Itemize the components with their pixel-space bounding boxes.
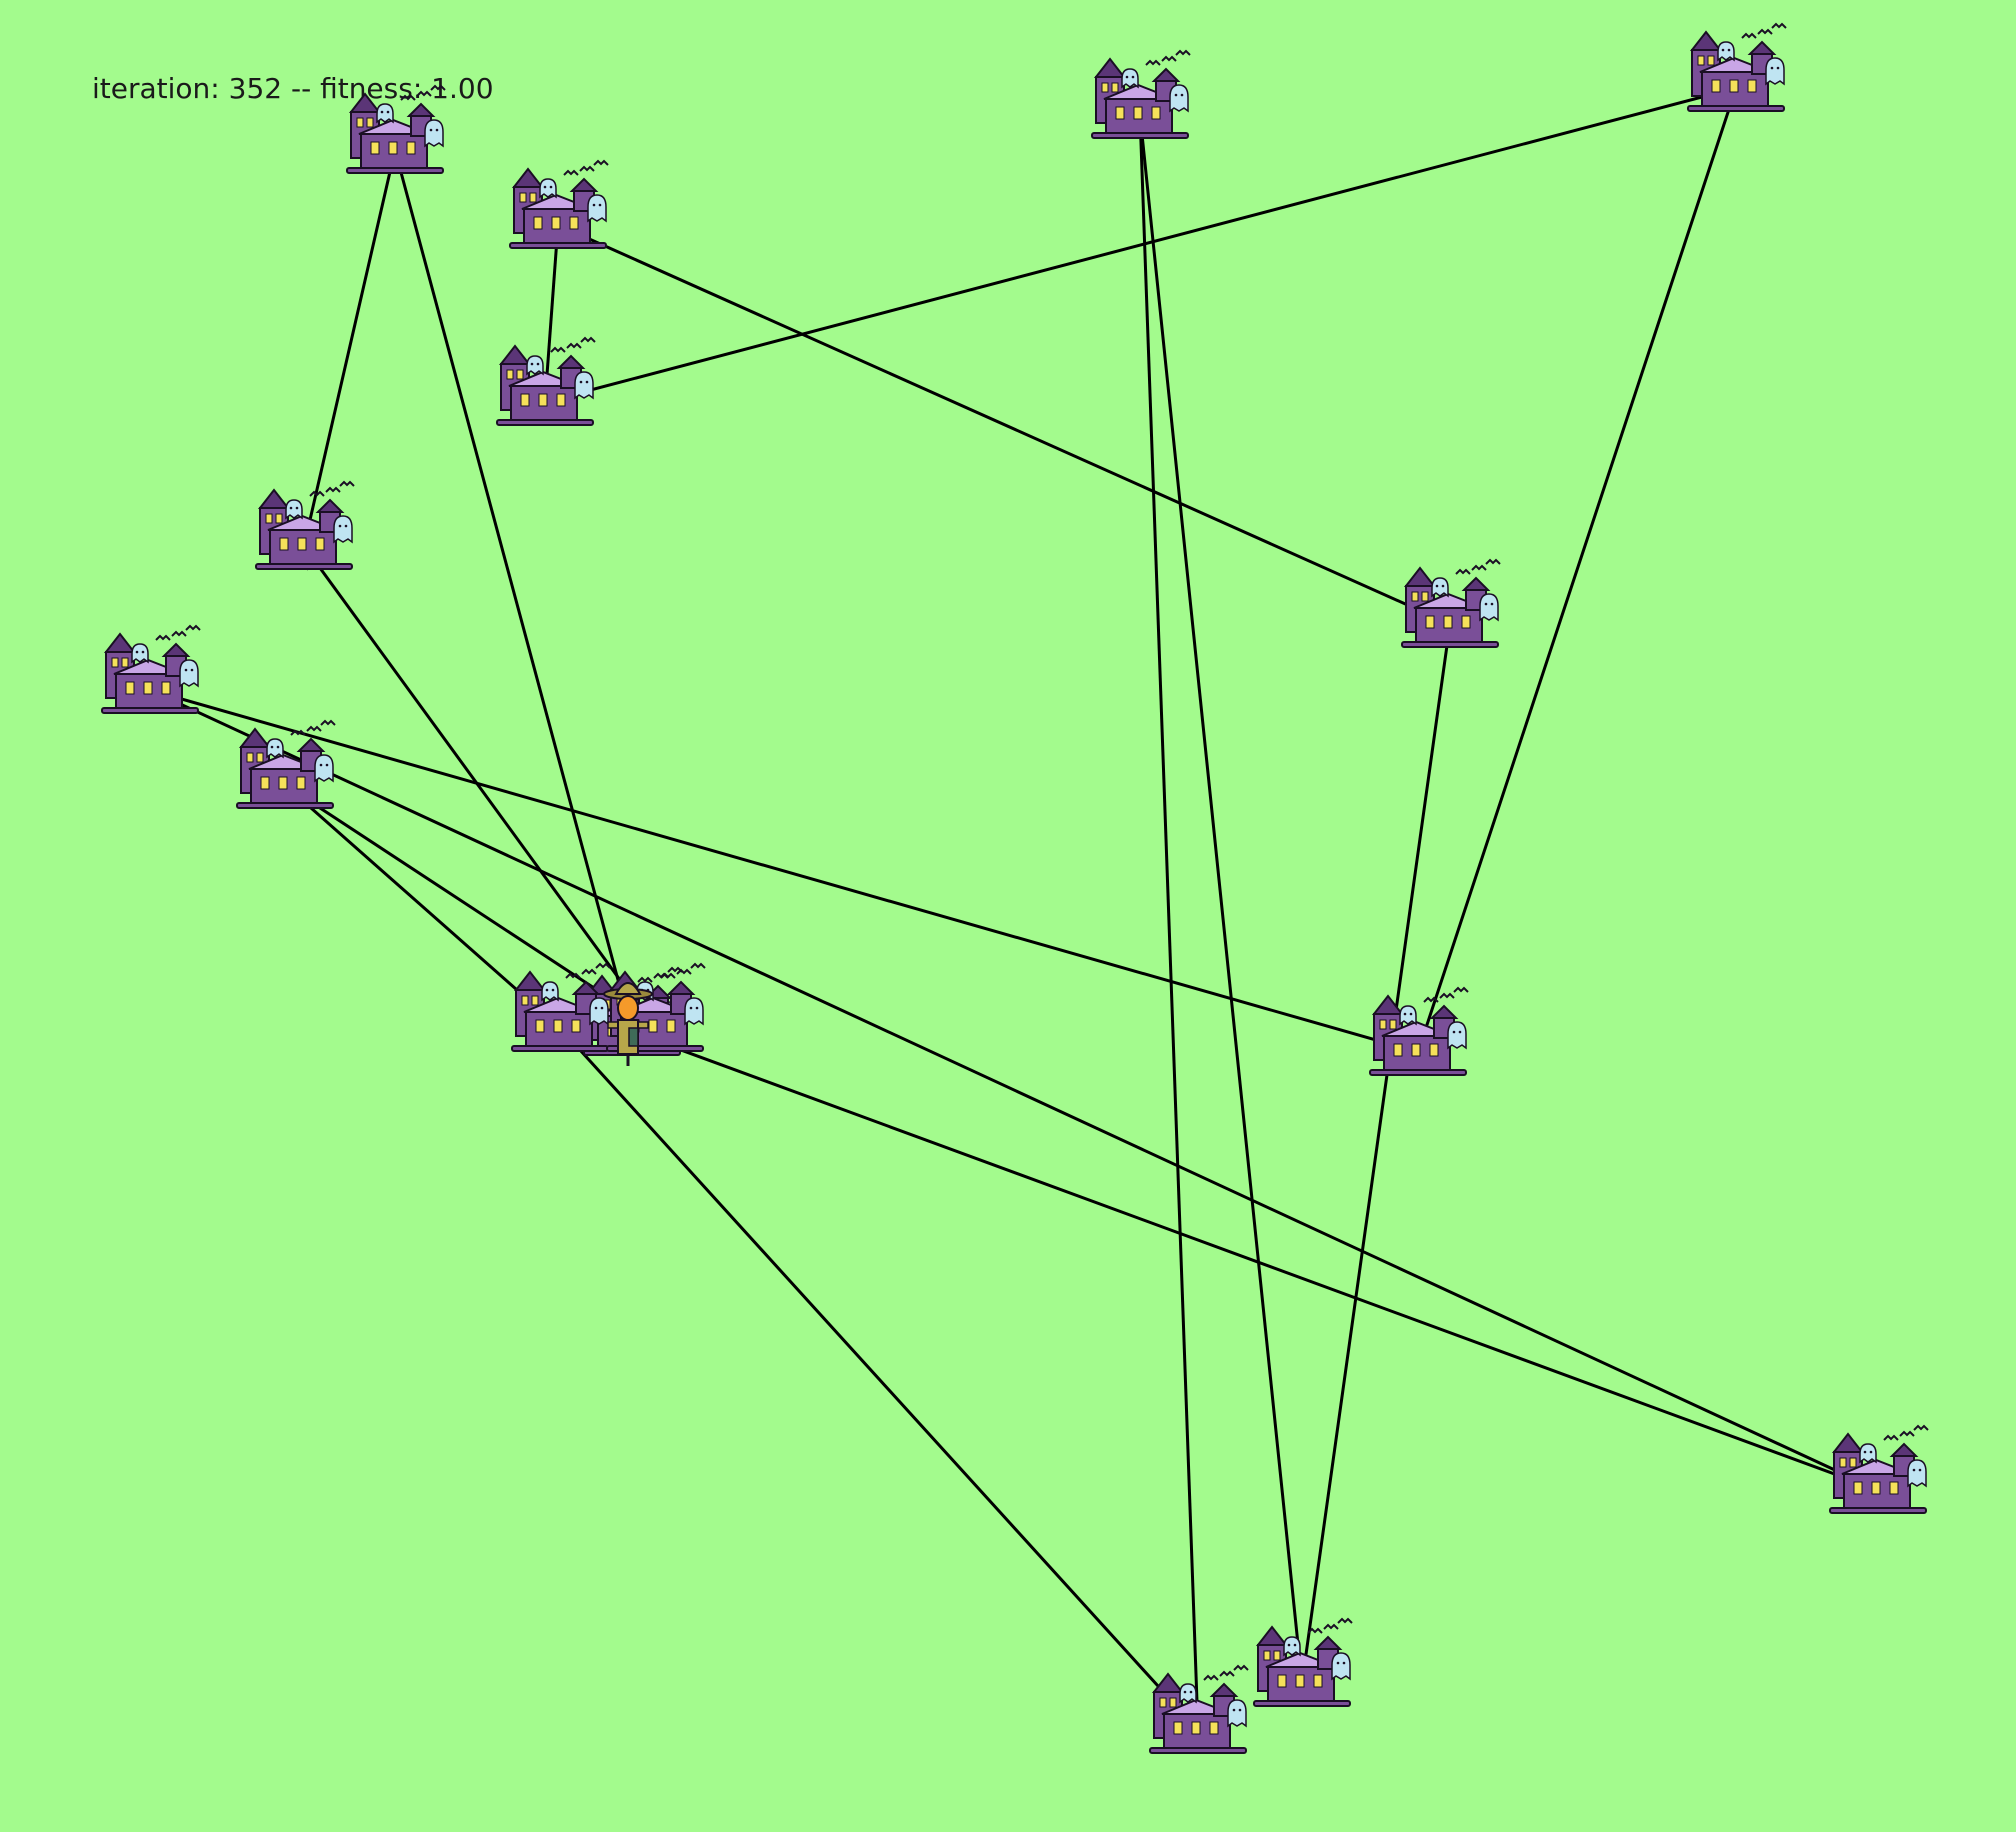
tour-edge	[631, 1030, 1881, 1494]
tour-edge	[393, 149, 638, 1035]
haunted-house-icon	[1091, 50, 1191, 139]
haunted-house-icon	[509, 160, 609, 249]
haunted-house-icon	[1829, 1425, 1929, 1514]
tour-edge	[558, 1026, 1200, 1732]
tour-edge	[147, 688, 1879, 1492]
tour-edge	[557, 223, 1453, 627]
haunted-house-icon	[1149, 1665, 1249, 1754]
tour-edge	[1130, 112, 1304, 1684]
haunted-house-icon	[255, 481, 355, 570]
tour-edge	[302, 544, 657, 1029]
houses-layer	[101, 23, 1929, 1754]
status-readout: iteration: 352 -- fitness: 1.00	[92, 72, 494, 105]
haunted-house-icon	[1687, 23, 1787, 112]
tour-edge	[1416, 85, 1741, 1053]
tour-edge	[1293, 623, 1452, 1686]
haunted-house-icon	[346, 85, 446, 174]
tour-edge	[283, 783, 561, 1030]
haunted-house-icon	[1369, 987, 1469, 1076]
haunted-house-icon	[236, 720, 336, 809]
haunted-house-icon	[1253, 1618, 1353, 1707]
haunted-house-icon	[1401, 559, 1501, 648]
tour-edges	[147, 85, 1881, 1733]
tour-edge	[543, 222, 569, 403]
tour-edge	[149, 688, 1421, 1058]
tour-edge	[302, 147, 402, 547]
haunted-house-icon	[496, 337, 596, 426]
tour-edge	[1138, 114, 1210, 1733]
tour-edge	[542, 86, 1737, 409]
